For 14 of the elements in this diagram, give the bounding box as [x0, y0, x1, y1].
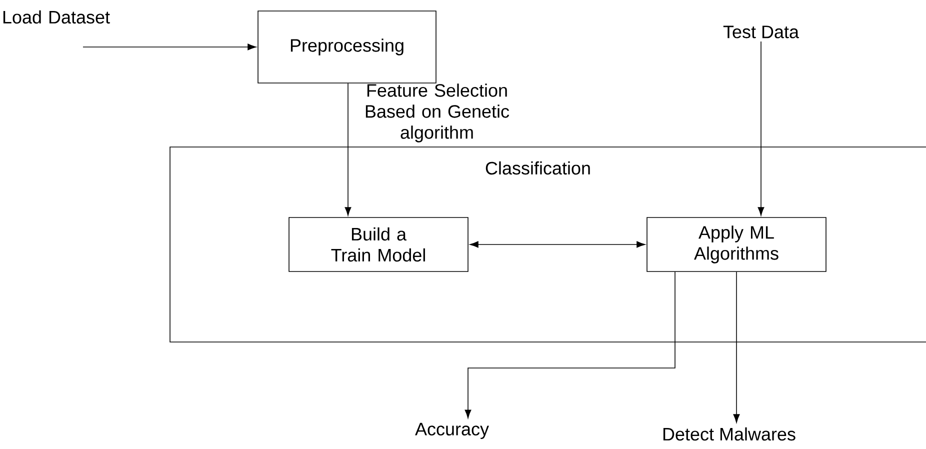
output-text: Detect Malwares: [663, 427, 796, 441]
arrow: [733, 271, 740, 423]
process-box: Preprocessing: [258, 10, 436, 84]
arrow: [470, 241, 646, 248]
arrow: [82, 44, 256, 50]
edge-label: Load Dataset: [3, 10, 110, 24]
process-box: Apply ML Algorithms: [646, 217, 826, 272]
arrow: [344, 83, 352, 216]
arrow: [464, 271, 676, 418]
output-text: Test Data: [723, 26, 799, 38]
edge-label: Feature Selection Based on Genetic algorithm: [366, 84, 510, 142]
arrow: [758, 41, 764, 216]
output-text: Accuracy: [415, 422, 489, 440]
process-box: Build a Train Model: [288, 217, 468, 272]
